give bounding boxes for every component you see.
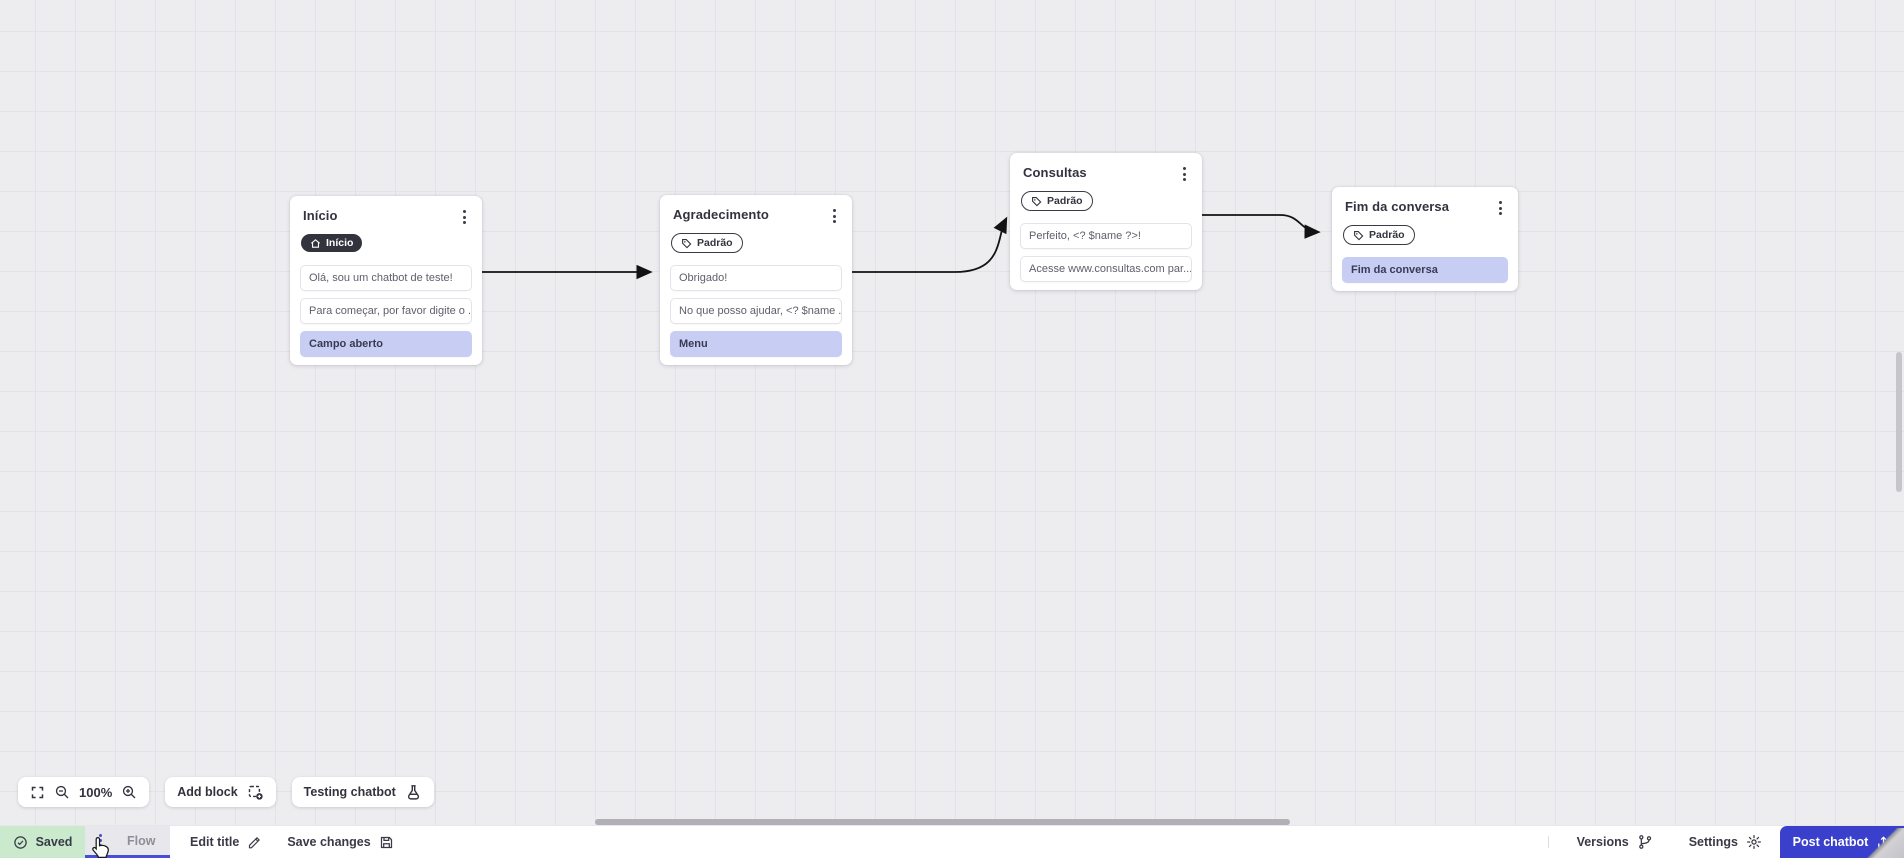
- flow-canvas[interactable]: Início Início Olá, sou um chatbot de tes…: [0, 0, 1904, 825]
- zoom-controls: 100%: [18, 777, 150, 807]
- tag-icon: [1032, 196, 1042, 206]
- default-badge: Padrão: [1021, 191, 1093, 211]
- check-circle-icon: [13, 835, 27, 849]
- action-row[interactable]: Fim da conversa: [1342, 256, 1508, 283]
- node-menu-icon[interactable]: [1495, 199, 1506, 217]
- flow-node-inicio[interactable]: Início Início Olá, sou um chatbot de tes…: [290, 196, 482, 365]
- gear-icon: [1747, 835, 1761, 849]
- node-title: Agradecimento: [673, 207, 769, 222]
- edit-title-button[interactable]: Edit title: [190, 826, 262, 858]
- connector-agradecimento-consultas: [851, 216, 1008, 273]
- flow-tab-label: Flow: [127, 833, 156, 848]
- horizontal-scrollbar[interactable]: [595, 819, 1290, 825]
- flow-node-consultas[interactable]: Consultas Padrão Perfeito, <? $name ?>! …: [1010, 153, 1202, 290]
- message-row[interactable]: Olá, sou um chatbot de teste!: [300, 264, 472, 291]
- add-block-label: Add block: [177, 785, 238, 799]
- tag-icon: [682, 238, 692, 248]
- message-row[interactable]: Perfeito, <? $name ?>!: [1020, 222, 1192, 249]
- message-row[interactable]: Acesse www.consultas.com par...: [1020, 255, 1192, 282]
- node-menu-icon[interactable]: [459, 208, 470, 226]
- save-changes-label: Save changes: [287, 835, 371, 849]
- edit-title-label: Edit title: [190, 835, 240, 849]
- zoom-out-icon[interactable]: [54, 784, 70, 800]
- statusbar-divider: [1547, 836, 1549, 848]
- testing-chatbot-label: Testing chatbot: [303, 785, 396, 799]
- statusbar: Saved Flow Edit title Save changes Versi…: [0, 825, 1904, 858]
- node-title: Fim da conversa: [1345, 199, 1450, 214]
- message-row[interactable]: No que posso ajudar, <? $name ...: [670, 297, 842, 324]
- vertical-scrollbar[interactable]: [1896, 352, 1902, 492]
- node-title: Consultas: [1023, 165, 1087, 180]
- tab-flow[interactable]: Flow: [85, 826, 170, 858]
- start-badge: Início: [301, 234, 363, 252]
- node-title: Início: [303, 208, 338, 223]
- saved-label: Saved: [35, 835, 73, 849]
- versions-label: Versions: [1576, 835, 1629, 849]
- window-corner: [1864, 828, 1904, 858]
- message-row[interactable]: Para começar, por favor digite o ...: [300, 297, 472, 324]
- zoom-in-icon[interactable]: [121, 784, 137, 800]
- connection-arrows: [482, 214, 1321, 280]
- post-chatbot-label: Post chatbot: [1792, 835, 1869, 849]
- node-menu-icon[interactable]: [829, 207, 840, 225]
- action-row[interactable]: Campo aberto: [300, 330, 472, 357]
- settings-label: Settings: [1688, 835, 1738, 849]
- kebab-menu-icon[interactable]: [95, 832, 106, 849]
- connector-consultas-fim: [1202, 214, 1321, 239]
- settings-button[interactable]: Settings: [1689, 826, 1762, 858]
- action-row[interactable]: Menu: [670, 330, 842, 357]
- saved-status-badge: Saved: [0, 826, 85, 858]
- add-block-button[interactable]: Add block: [165, 777, 276, 807]
- zoom-level: 100%: [79, 784, 113, 800]
- save-icon: [380, 836, 392, 848]
- testing-chatbot-button[interactable]: Testing chatbot: [291, 777, 434, 807]
- add-block-icon: [248, 785, 263, 800]
- save-changes-button[interactable]: Save changes: [287, 826, 393, 858]
- message-row[interactable]: Obrigado!: [670, 264, 842, 291]
- flow-node-fim-da-conversa[interactable]: Fim da conversa Padrão Fim da conversa: [1332, 187, 1518, 291]
- tag-icon: [1354, 230, 1364, 240]
- flow-node-agradecimento[interactable]: Agradecimento Padrão Obrigado! No que po…: [660, 195, 852, 365]
- versions-button[interactable]: Versions: [1577, 826, 1653, 858]
- git-branch-icon: [1638, 835, 1651, 849]
- node-menu-icon[interactable]: [1179, 165, 1190, 183]
- flask-icon: [407, 784, 419, 800]
- pencil-icon: [249, 836, 261, 848]
- default-badge: Padrão: [1343, 225, 1415, 245]
- default-badge: Padrão: [671, 233, 743, 253]
- fullscreen-icon[interactable]: [30, 785, 45, 800]
- home-icon: [311, 238, 320, 248]
- canvas-toolbar: 100% Add block Testing chatbot: [18, 777, 434, 807]
